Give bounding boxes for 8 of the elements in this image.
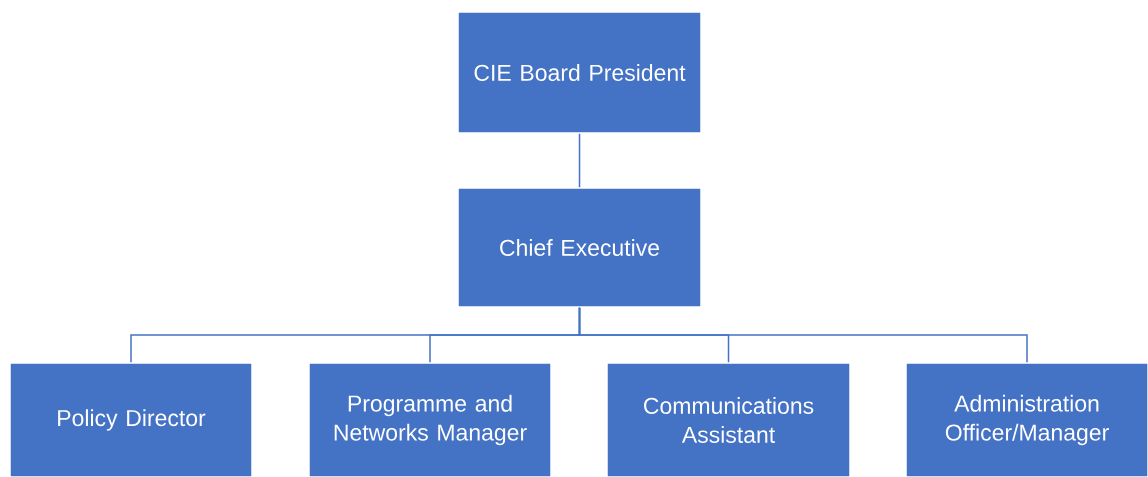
connector-line bbox=[578, 307, 1028, 363]
org-box: Policy Director bbox=[9, 362, 253, 477]
org-box: Programme and Networks Manager bbox=[308, 362, 552, 477]
org-box: Communications Assistant bbox=[606, 362, 851, 477]
org-box: CIE Board President bbox=[457, 11, 702, 134]
org-box: Chief Executive bbox=[457, 187, 702, 308]
org-box: Administration Officer/Manager bbox=[905, 362, 1148, 477]
connector-line bbox=[578, 133, 581, 188]
